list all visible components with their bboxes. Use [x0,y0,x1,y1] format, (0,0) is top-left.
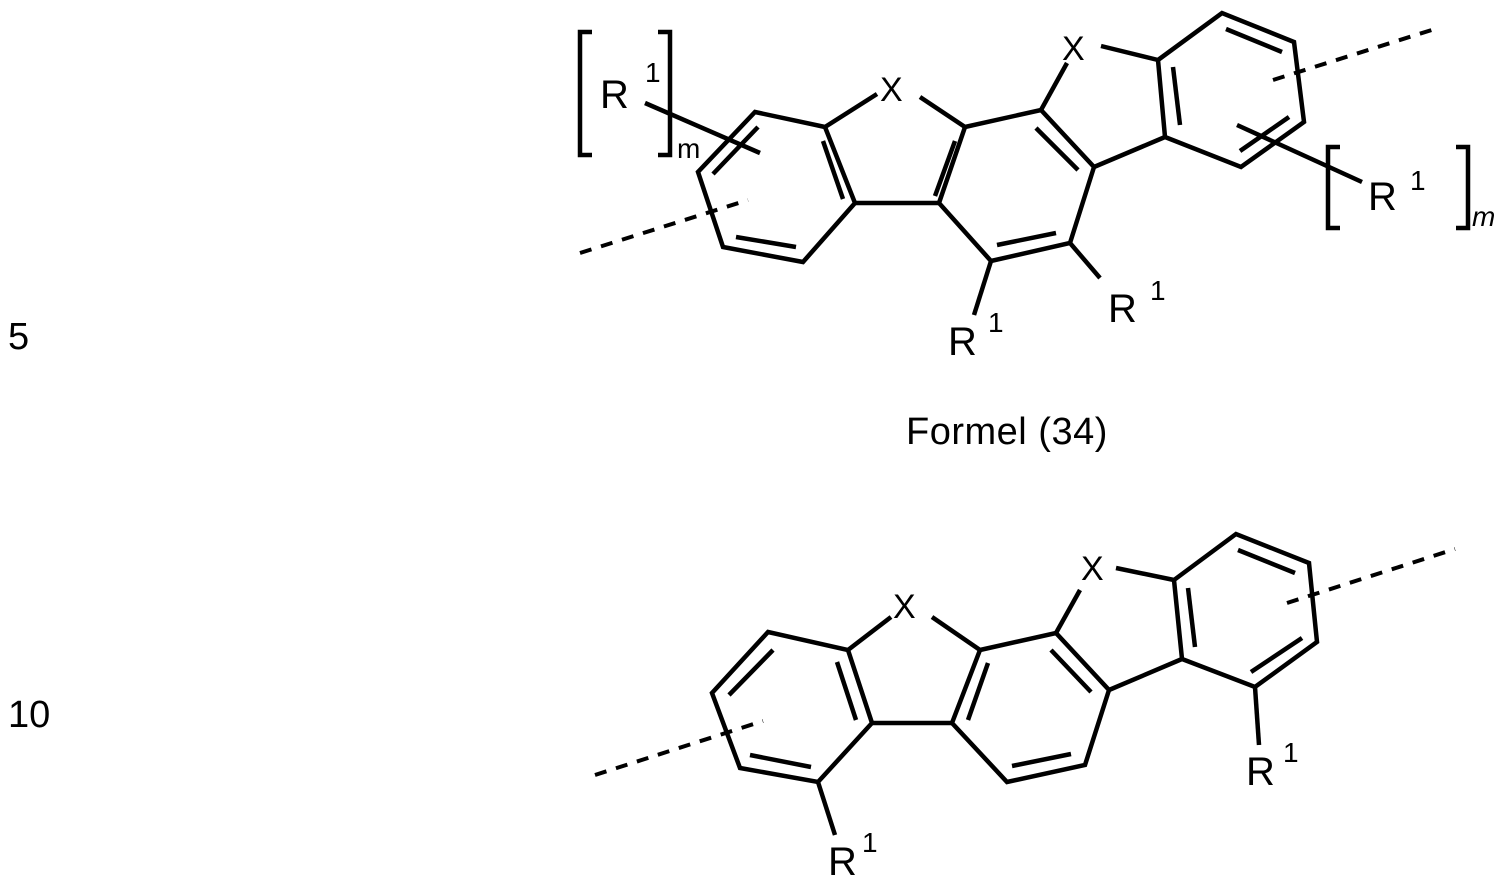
formula-caption-34: Formel (34) [906,411,1108,453]
formula-34-structure [577,10,1471,316]
r2-right: R [1246,750,1275,794]
r2-right-sup: 1 [1283,737,1299,768]
r1-bracket-right-sup: 1 [1410,165,1426,196]
r1-bottom-left: R [948,320,977,364]
atom-x-right-2: X [1081,550,1104,588]
atom-x-left-1: X [880,71,903,109]
line-number-10: 10 [8,694,51,736]
r1-bottom-left-sup: 1 [988,307,1004,338]
r2-left-sup: 1 [862,827,878,858]
r1-bottom-right: R [1108,287,1137,331]
r1-bracket-left-sup: 1 [645,57,661,88]
atom-x-left-2: X [893,588,916,626]
atom-x-right-1: X [1062,30,1085,68]
line-number-5: 5 [8,316,30,358]
r1-bracket-right-sub: m [1472,201,1495,232]
formula-35-structure [594,531,1456,836]
r1-bottom-right-sup: 1 [1150,275,1166,306]
r1-bracket-left: R [600,73,629,117]
r1-bracket-left-sub: m [677,133,700,164]
r2-left: R [828,840,857,884]
r1-bracket-right: R [1368,175,1397,219]
